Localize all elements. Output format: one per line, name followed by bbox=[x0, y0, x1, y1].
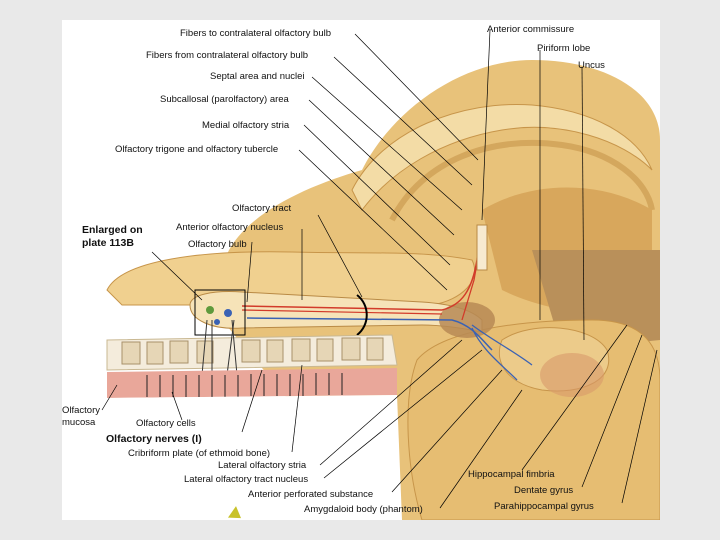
label-anterior-commissure: Anterior commissure bbox=[487, 24, 575, 35]
anterior-commissure-cut bbox=[476, 224, 488, 271]
cribriform-pores bbox=[121, 337, 384, 365]
olfactory-pathway-illustration bbox=[101, 29, 660, 520]
label-amygdaloid: Amygdaloid body (phantom) bbox=[304, 504, 423, 515]
label-lateral-tract-nucleus: Lateral olfactory tract nucleus bbox=[184, 474, 309, 485]
label-dentate-gyrus: Dentate gyrus bbox=[514, 485, 574, 496]
corpus-callosum bbox=[351, 103, 653, 211]
enlarged-box bbox=[194, 289, 246, 336]
label-enlarged-line1: Enlarged on bbox=[82, 224, 143, 236]
slide: Fibers to contralateral olfactory bulb F… bbox=[62, 20, 660, 520]
lower-nasal-tissue bbox=[107, 395, 402, 520]
frontal-lobe bbox=[106, 251, 476, 306]
label-parahippocampal-gyrus: Parahippocampal gyrus bbox=[494, 501, 594, 512]
label-anterior-perforated: Anterior perforated substance bbox=[248, 489, 374, 500]
label-cribriform-plate: Cribriform plate (of ethmoid bone) bbox=[128, 448, 271, 459]
label-subcallosal-area: Subcallosal (parolfactory) area bbox=[160, 94, 289, 105]
label-olfactory-tract: Olfactory tract bbox=[232, 203, 292, 214]
mitral-cell-2 bbox=[224, 309, 232, 317]
label-olfactory-mucosa-line1: Olfactory bbox=[62, 405, 101, 416]
label-olfactory-cells: Olfactory cells bbox=[136, 418, 196, 429]
red-fiber-2 bbox=[241, 309, 443, 315]
label-trigone-tubercle: Olfactory trigone and olfactory tubercle bbox=[115, 144, 279, 155]
label-anterior-olfactory-nucleus: Anterior olfactory nucleus bbox=[176, 222, 284, 233]
amygdaloid-phantom bbox=[540, 353, 604, 397]
label-olfactory-nerves: Olfactory nerves (I) bbox=[106, 433, 202, 445]
leader-lines bbox=[101, 29, 658, 509]
label-hippocampal-fimbria: Hippocampal fimbria bbox=[468, 469, 555, 480]
label-piriform-lobe: Piriform lobe bbox=[537, 43, 591, 54]
tract-bracket bbox=[356, 294, 368, 336]
mitral-cell-3 bbox=[214, 319, 220, 325]
mitral-cell-1 bbox=[206, 306, 214, 314]
label-enlarged-line2: plate 113B bbox=[82, 237, 134, 249]
olfactory-trigone bbox=[439, 302, 495, 338]
olfactory-nerve-fibers bbox=[201, 319, 238, 376]
fornix-arch bbox=[389, 139, 655, 222]
blue-fiber-3 bbox=[471, 327, 518, 381]
label-septal-area: Septal area and nuclei bbox=[210, 71, 305, 82]
label-uncus: Uncus bbox=[578, 60, 605, 71]
olfactory-cell-row bbox=[146, 373, 343, 397]
label-fibers-to-contralateral: Fibers to contralateral olfactory bulb bbox=[180, 28, 332, 39]
label-olfactory-bulb: Olfactory bulb bbox=[188, 239, 247, 250]
olfactory-mucosa-layer bbox=[107, 368, 397, 398]
label-fibers-from-contralateral: Fibers from contralateral olfactory bulb bbox=[146, 50, 309, 61]
label-medial-stria: Medial olfactory stria bbox=[202, 120, 290, 131]
blue-fiber-2 bbox=[471, 324, 533, 366]
label-lateral-stria: Lateral olfactory stria bbox=[218, 460, 307, 471]
label-olfactory-mucosa-line2: mucosa bbox=[62, 417, 96, 428]
